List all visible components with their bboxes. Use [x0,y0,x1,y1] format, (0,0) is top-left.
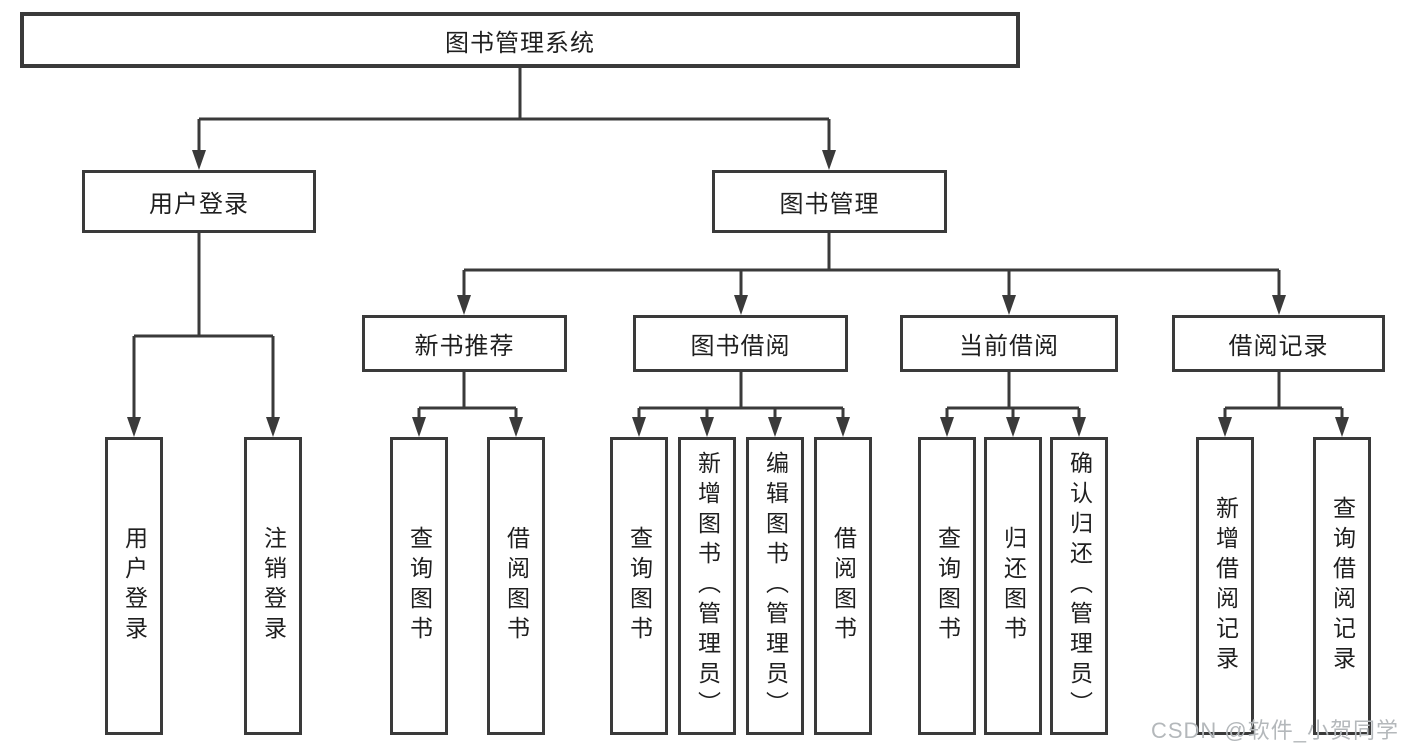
leaf-label: 新增借阅记录 [1212,496,1239,676]
leaf-label: 查询图书 [934,526,961,646]
node-book-management: 图书管理 [712,170,947,233]
leaf-logout-login: 注销登录 [244,437,302,735]
leaf-label: 确认归还（管理员） [1066,451,1093,721]
node-label: 用户登录 [149,191,249,218]
leaf-label: 查询图书 [406,526,433,646]
leaf-add-borrow-record: 新增借阅记录 [1196,437,1254,735]
watermark: CSDN @软件_小贺同学 [1150,718,1399,743]
leaf-label: 借阅图书 [503,526,530,646]
leaf-label: 新增图书（管理员） [694,451,721,721]
node-root-library-system: 图书管理系统 [20,12,1020,68]
leaf-add-books-admin: 新增图书（管理员） [678,437,736,735]
node-book-borrow: 图书借阅 [633,315,848,372]
node-borrow-records: 借阅记录 [1172,315,1385,372]
node-label: 借阅记录 [1228,333,1329,360]
leaf-query-books-current: 查询图书 [918,437,976,735]
leaf-label: 查询图书 [626,526,653,646]
leaf-query-borrow-record: 查询借阅记录 [1313,437,1371,735]
leaf-confirm-return-admin: 确认归还（管理员） [1050,437,1108,735]
leaf-borrow-books-borrow: 借阅图书 [814,437,872,735]
leaf-borrow-books-recommend: 借阅图书 [487,437,545,735]
leaf-label: 编辑图书（管理员） [762,451,789,721]
leaf-label: 查询借阅记录 [1329,496,1356,676]
node-current-borrow: 当前借阅 [900,315,1118,372]
leaf-label: 借阅图书 [830,526,857,646]
node-label: 图书借阅 [690,333,791,360]
node-user-login: 用户登录 [82,170,316,233]
leaf-label: 用户登录 [121,526,148,646]
leaf-edit-books-admin: 编辑图书（管理员） [746,437,804,735]
leaf-query-books-recommend: 查询图书 [390,437,448,735]
node-label: 图书管理 [779,191,880,218]
leaf-label: 归还图书 [1000,526,1027,646]
node-label: 图书管理系统 [445,29,595,57]
node-label: 当前借阅 [959,333,1059,360]
leaf-query-books-borrow: 查询图书 [610,437,668,735]
leaf-user-login: 用户登录 [105,437,163,735]
leaf-label: 注销登录 [260,526,287,646]
node-label: 新书推荐 [414,333,515,360]
leaf-return-books: 归还图书 [984,437,1042,735]
arrowheads [127,150,1349,437]
node-new-book-recommend: 新书推荐 [362,315,567,372]
